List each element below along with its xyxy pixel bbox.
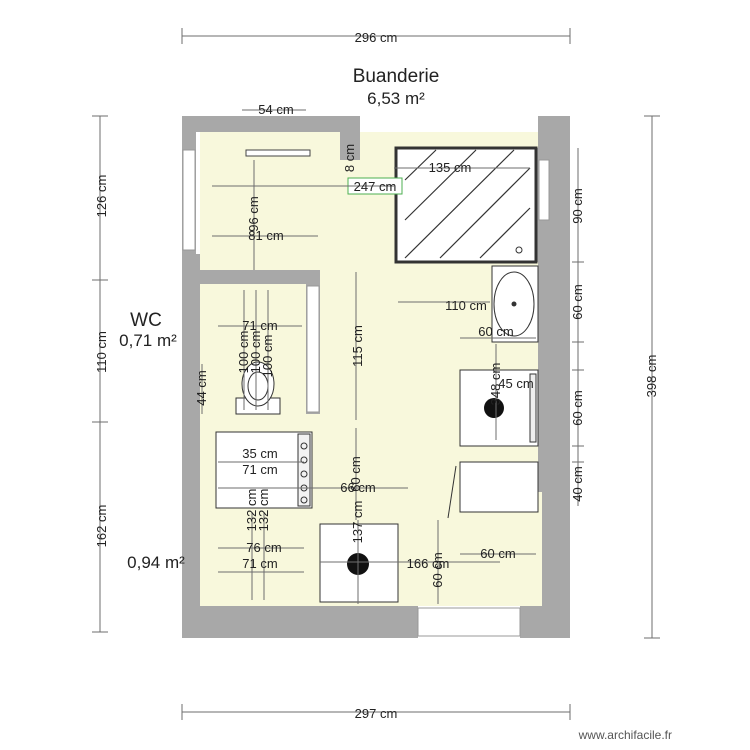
dim-71-c: 71 cm bbox=[242, 556, 277, 571]
dim-96: 96 cm bbox=[246, 196, 261, 231]
sink-drain bbox=[511, 301, 517, 307]
stove-panel bbox=[297, 433, 311, 507]
dim-40: 40 cm bbox=[570, 466, 585, 501]
dim-137: 137 cm bbox=[350, 501, 365, 544]
wall-top-left-stub bbox=[340, 116, 360, 160]
wall-left-mid bbox=[182, 254, 200, 638]
labels: Buanderie 6,53 m² WC 0,71 m² 0,94 m² 296… bbox=[94, 30, 672, 742]
washing-machine-panel bbox=[529, 373, 537, 443]
dim-60-bottom: 60 cm bbox=[480, 546, 515, 561]
dim-166: 166 cm bbox=[407, 556, 450, 571]
fixtures bbox=[215, 146, 539, 603]
window-right-top bbox=[538, 159, 550, 221]
dim-110: 110 cm bbox=[445, 298, 487, 313]
dim-60-sink: 60 cm bbox=[478, 324, 513, 339]
dim-60-low: 60 cm bbox=[430, 552, 445, 587]
dim-8: 8 cm bbox=[342, 144, 357, 172]
dim-115: 115 cm bbox=[350, 325, 365, 367]
washing-machine-drum bbox=[484, 398, 504, 418]
room-name-wc: WC bbox=[130, 310, 162, 331]
window-bottom bbox=[417, 607, 521, 637]
dryer bbox=[459, 461, 539, 513]
stove-knobs bbox=[300, 442, 308, 504]
dim-66: 66 cm bbox=[340, 480, 375, 495]
window-left-top bbox=[182, 149, 196, 251]
dim-35: 35 cm bbox=[242, 446, 277, 461]
dim-right-height: 398 cm bbox=[644, 355, 659, 398]
dim-71-b: 71 cm bbox=[242, 462, 277, 477]
wall-bottom-left bbox=[182, 606, 418, 638]
dim-left-lower: 162 cm bbox=[94, 505, 109, 548]
dim-71-a: 71 cm bbox=[242, 318, 277, 333]
dim-54: 54 cm bbox=[258, 102, 293, 117]
dim-60-right-a: 60 cm bbox=[570, 284, 585, 319]
walls bbox=[182, 116, 570, 638]
dim-100-b: 100 cm bbox=[248, 331, 263, 374]
dim-left-upper: 126 cm bbox=[94, 175, 109, 218]
dim-132-b: 132 cm bbox=[256, 489, 271, 532]
dim-45: 45 cm bbox=[498, 376, 533, 391]
dim-60-right-b: 60 cm bbox=[570, 390, 585, 425]
dim-bottom-width: 297 cm bbox=[355, 706, 398, 721]
dimension-lines bbox=[92, 28, 660, 720]
dim-44: 44 cm bbox=[194, 370, 209, 405]
wall-top-left bbox=[182, 116, 360, 132]
room-area-wc: 0,71 m² bbox=[119, 331, 177, 350]
shower bbox=[394, 146, 538, 264]
room-area-buanderie: 6,53 m² bbox=[367, 89, 425, 108]
dim-135: 135 cm bbox=[429, 160, 472, 175]
wall-bottom-right bbox=[520, 606, 570, 638]
dim-100-c: 100 cm bbox=[260, 335, 275, 378]
wall-wc-top bbox=[200, 270, 320, 284]
room-area-other: 0,94 m² bbox=[127, 553, 185, 572]
stove bbox=[215, 431, 313, 509]
shower-drain bbox=[515, 246, 523, 254]
dim-132-a: 132 cm bbox=[244, 489, 259, 532]
dim-100-a: 100 cm bbox=[236, 331, 251, 374]
towel-rail bbox=[245, 149, 311, 157]
openings bbox=[182, 149, 550, 637]
dim-247: 247 cm bbox=[354, 179, 397, 194]
room-name-buanderie: Buanderie bbox=[353, 66, 440, 87]
dim-60-mid: 60 cm bbox=[348, 456, 363, 491]
dim-76: 76 cm bbox=[246, 540, 281, 555]
dim-top-width: 296 cm bbox=[355, 30, 398, 45]
dim-90: 90 cm bbox=[570, 188, 585, 223]
door-wc bbox=[306, 285, 320, 413]
dim-81: 81 cm bbox=[248, 228, 283, 243]
dim-left-middle: 110 cm bbox=[94, 331, 109, 373]
dim-348: 348 cm bbox=[488, 363, 503, 406]
watermark: www.archifacile.fr bbox=[578, 728, 672, 742]
